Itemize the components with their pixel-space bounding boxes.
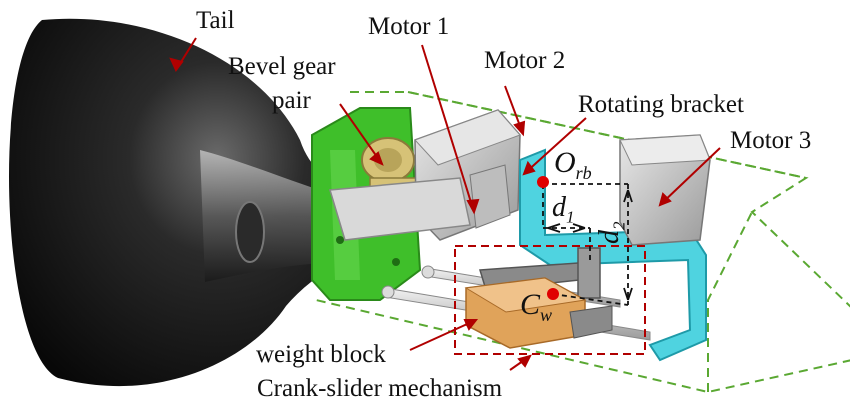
dimension-lines [542, 183, 633, 306]
label-tail: Tail [196, 7, 235, 34]
label-motor-2: Motor 2 [484, 47, 566, 74]
symbol-d1-main: d [552, 192, 566, 223]
label-motor-3: Motor 3 [730, 127, 812, 154]
symbol-o-rb: Orb [554, 146, 592, 183]
label-bevel-gear-line1: Bevel gear [228, 53, 336, 80]
motor-1-2-block [329, 109, 521, 241]
label-bevel-gear-line2: pair [272, 87, 311, 114]
label-weight-block: weight block [256, 341, 386, 368]
symbol-o-main: O [554, 146, 576, 179]
symbol-c-w: Cw [520, 288, 553, 325]
symbol-d2: d2 [594, 221, 629, 245]
symbol-d2-main: d [594, 230, 625, 244]
label-rotating-bracket: Rotating bracket [578, 91, 744, 118]
symbol-o-sub: rb [575, 163, 592, 183]
symbol-c-sub: w [540, 305, 553, 325]
mechanism-box [454, 245, 646, 355]
housing-outline [315, 91, 850, 394]
motor-3 [619, 134, 711, 246]
label-motor-1: Motor 1 [368, 13, 450, 40]
symbol-c-main: C [520, 288, 541, 321]
leader-lines [169, 37, 721, 371]
symbol-d2-sub: 2 [609, 221, 629, 231]
symbol-d1-sub: 1 [566, 207, 575, 227]
symbol-d1: d1 [552, 194, 575, 226]
weight-center-point [547, 288, 559, 300]
rotation-center-point [537, 176, 549, 188]
label-crank-slider: Crank-slider mechanism [257, 375, 503, 402]
